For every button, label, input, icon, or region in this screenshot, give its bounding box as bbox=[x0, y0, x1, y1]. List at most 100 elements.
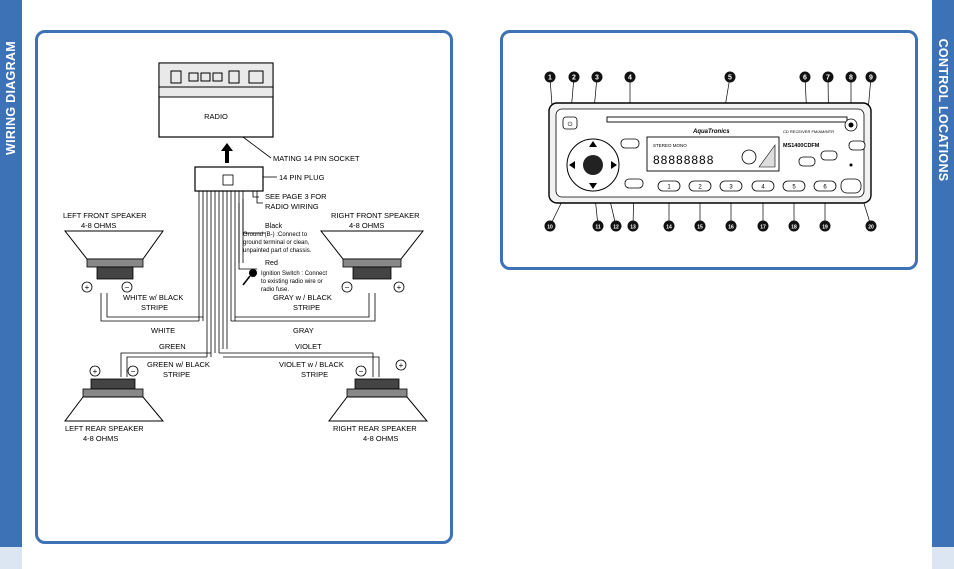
callout-marker-12: 12 bbox=[610, 220, 622, 232]
scan-button[interactable] bbox=[798, 156, 816, 167]
callout-marker-19-label: 19 bbox=[822, 224, 828, 230]
mode-button[interactable] bbox=[620, 138, 640, 149]
callout-marker-8: 8 bbox=[845, 71, 857, 83]
power-icon: ⏻ bbox=[568, 121, 573, 128]
violet-black-line2: STRIPE bbox=[301, 370, 328, 379]
release-button[interactable] bbox=[848, 140, 866, 151]
callout-marker-4: 4 bbox=[624, 71, 636, 83]
callout-marker-4-label: 4 bbox=[628, 74, 632, 81]
callout-marker-17: 17 bbox=[757, 220, 769, 232]
up-icon[interactable] bbox=[589, 141, 597, 147]
display-segments: 88888888 bbox=[653, 153, 714, 167]
callout-marker-6-label: 6 bbox=[803, 74, 807, 81]
callout-marker-15-label: 15 bbox=[697, 224, 703, 230]
black-wire-title: Black bbox=[265, 223, 283, 230]
white-label: WHITE bbox=[151, 326, 175, 335]
callout-marker-1-label: 1 bbox=[548, 74, 552, 81]
preset-button-5[interactable] bbox=[782, 180, 806, 192]
minus-sign: − bbox=[125, 283, 130, 292]
preset-button-1[interactable] bbox=[657, 180, 681, 192]
radio-unit: RADIO bbox=[158, 62, 274, 138]
minus-sign: − bbox=[131, 367, 136, 376]
select-button[interactable] bbox=[583, 155, 603, 175]
callout-marker-14: 14 bbox=[663, 220, 675, 232]
red-wire-title: Red bbox=[265, 260, 278, 267]
right-side-bar: CONTROL LOCATIONS bbox=[932, 0, 954, 569]
wiring-diagram-title: WIRING DIAGRAM bbox=[4, 41, 18, 155]
callout-marker-7: 7 bbox=[822, 71, 834, 83]
brand-text: AquaTronics bbox=[692, 129, 730, 135]
reset-hole[interactable] bbox=[849, 163, 853, 167]
callout-marker-5-label: 5 bbox=[728, 74, 732, 81]
down-icon[interactable] bbox=[589, 183, 597, 189]
violet-black-line1: VIOLET w / BLACK bbox=[279, 360, 344, 369]
callout-marker-18: 18 bbox=[788, 220, 800, 232]
preset-button-label: 6 bbox=[823, 185, 827, 191]
callout-marker-18-label: 18 bbox=[791, 224, 797, 230]
preset-button-label: 2 bbox=[698, 185, 702, 191]
radio-faceplate-diagram: AquaTronics CD RECEIVER FM/AM/MTR ⏻ STER… bbox=[544, 71, 877, 232]
callout-marker-8-label: 8 bbox=[849, 74, 853, 81]
preset-button-6[interactable] bbox=[813, 180, 837, 192]
callout-marker-15: 15 bbox=[694, 220, 706, 232]
band-button[interactable] bbox=[624, 178, 644, 189]
callout-marker-12-label: 12 bbox=[613, 224, 619, 230]
green-label: GREEN bbox=[159, 342, 186, 351]
right-front-label-line1: RIGHT FRONT SPEAKER bbox=[331, 211, 420, 220]
preset-button-4[interactable] bbox=[751, 180, 775, 192]
right-side-footer-block bbox=[932, 547, 954, 569]
right-front-speaker-icon bbox=[319, 230, 425, 280]
preset-button-2[interactable] bbox=[688, 180, 712, 192]
plug-label: 14 PIN PLUG bbox=[279, 173, 325, 182]
black-wire-line3: unpainted part of chassis. bbox=[243, 248, 312, 254]
left-side-footer-block bbox=[0, 547, 22, 569]
wiring-diagram: RADIO MATING 14 PIN SOCKET 14 PIN PLUG S… bbox=[63, 62, 429, 443]
gray-label: GRAY bbox=[293, 326, 314, 335]
cd-slot bbox=[606, 116, 848, 123]
minus-sign: − bbox=[359, 367, 364, 376]
wire-bundle bbox=[198, 191, 244, 357]
display-small-text: STEREO MONO bbox=[653, 143, 687, 148]
plus-sign: + bbox=[93, 367, 98, 376]
red-wire-line1: Ignition Switch : Connect bbox=[261, 271, 327, 277]
right-front-label-line2: 4-8 OHMS bbox=[349, 221, 384, 230]
callout-marker-20: 20 bbox=[865, 220, 877, 232]
preset-button-3[interactable] bbox=[719, 180, 743, 192]
green-black-line1: GREEN w/ BLACK bbox=[147, 360, 210, 369]
lcd-display bbox=[646, 136, 780, 172]
preset-button-label: 4 bbox=[761, 185, 765, 191]
right-icon[interactable] bbox=[611, 161, 617, 169]
red-wire-line3: radio fuse. bbox=[261, 287, 289, 293]
gray-black-line1: GRAY w / BLACK bbox=[273, 293, 332, 302]
left-icon[interactable] bbox=[569, 161, 575, 169]
power-button[interactable] bbox=[562, 116, 578, 130]
see-page-line2: RADIO WIRING bbox=[265, 202, 319, 211]
callout-marker-16-label: 16 bbox=[728, 224, 734, 230]
aux-input-jack[interactable] bbox=[840, 178, 862, 194]
callout-marker-10: 10 bbox=[544, 220, 556, 232]
white-black-line2: STRIPE bbox=[141, 303, 168, 312]
callout-marker-19: 19 bbox=[819, 220, 831, 232]
control-locations-panel: AquaTronics CD RECEIVER FM/AM/MTR ⏻ STER… bbox=[500, 30, 918, 270]
control-locations-title: CONTROL LOCATIONS bbox=[936, 38, 950, 182]
disc-icon bbox=[741, 149, 757, 165]
red-wire-line2: to existing radio wire or bbox=[261, 279, 323, 285]
white-black-line1: WHITE w/ BLACK bbox=[123, 293, 183, 302]
left-front-label-line1: LEFT FRONT SPEAKER bbox=[63, 211, 147, 220]
callout-marker-1: 1 bbox=[544, 71, 556, 83]
green-black-line2: STRIPE bbox=[163, 370, 190, 379]
left-rear-speaker-icon bbox=[64, 378, 165, 422]
cd-text: CD RECEIVER FM/AM/MTR bbox=[783, 129, 834, 134]
callout-marker-16: 16 bbox=[725, 220, 737, 232]
callout-marker-20-label: 20 bbox=[868, 224, 874, 230]
callout-marker-6: 6 bbox=[799, 71, 811, 83]
right-rear-label-line1: RIGHT REAR SPEAKER bbox=[333, 424, 417, 433]
callout-marker-2: 2 bbox=[568, 71, 580, 83]
gray-black-line2: STRIPE bbox=[293, 303, 320, 312]
disp-button[interactable] bbox=[820, 150, 838, 161]
preset-button-label: 5 bbox=[792, 185, 796, 191]
callout-marker-3: 3 bbox=[591, 71, 603, 83]
callout-marker-14-label: 14 bbox=[666, 224, 672, 230]
level-meter bbox=[758, 144, 776, 168]
callout-marker-2-label: 2 bbox=[572, 74, 576, 81]
